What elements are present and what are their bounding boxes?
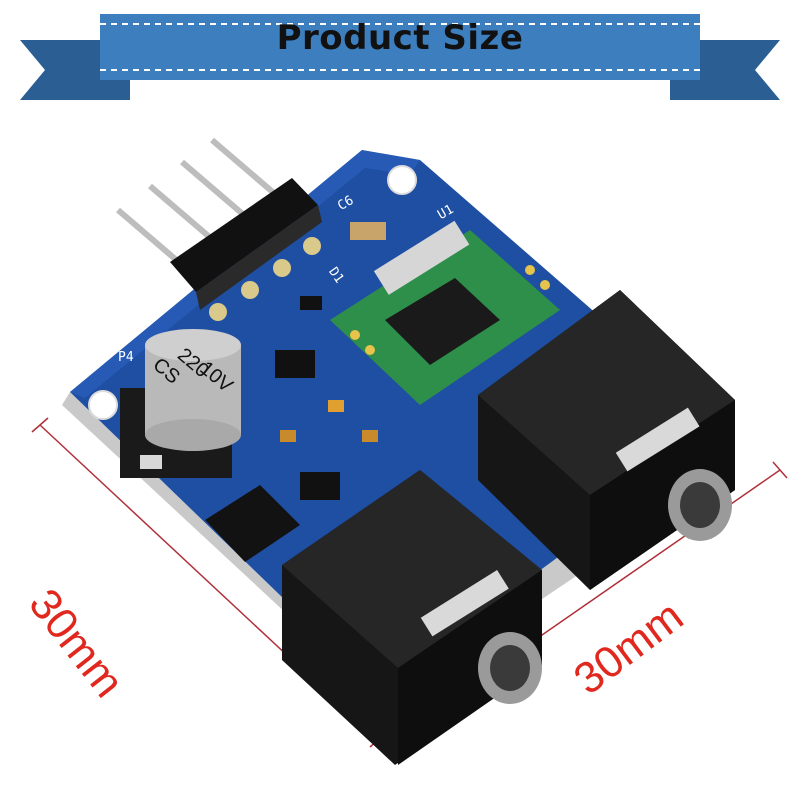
amplifier-chip [205, 485, 300, 562]
pcb-board [70, 150, 730, 690]
mount-hole [387, 165, 417, 195]
smd-components [275, 222, 386, 500]
fm-module [330, 220, 560, 405]
pin-header [116, 137, 322, 321]
electrolytic-capacitor [120, 329, 241, 478]
banner-title: Product Size [276, 18, 524, 58]
audio-jack-right [478, 290, 735, 590]
banner-ribbon [20, 14, 780, 100]
audio-jack-left [282, 470, 542, 765]
mount-hole [88, 390, 118, 420]
label-p4: P4 [118, 350, 134, 365]
